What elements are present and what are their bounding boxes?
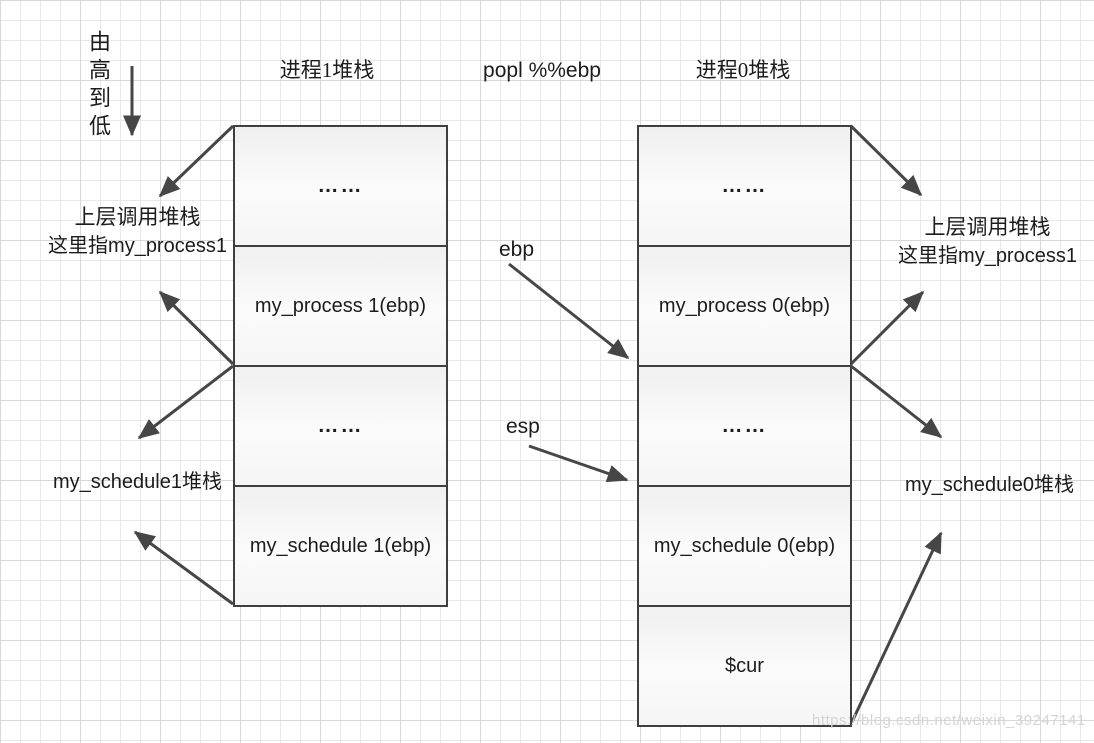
stack-cell: ……	[233, 365, 448, 487]
esp-label: esp	[506, 415, 540, 438]
left-caller-line2: 这里指my_process1	[48, 235, 227, 258]
stack-cell: my_process 0(ebp)	[637, 245, 852, 367]
stack1-title: 进程1堆栈	[279, 58, 375, 82]
stack-cell: my_process 1(ebp)	[233, 245, 448, 367]
esp-pointer-arrow-icon	[528, 444, 629, 483]
left-caller-annotation: 上层调用堆栈 这里指my_process1	[30, 202, 245, 261]
arrow-stack1-mid-up-icon	[158, 290, 235, 366]
left-schedule-annotation: my_schedule1堆栈	[53, 471, 222, 493]
instruction-label: popl %%ebp	[483, 59, 601, 82]
arrow-stack1-bottom-icon	[133, 530, 234, 606]
stack0-title: 进程0堆栈	[695, 58, 791, 82]
watermark: https://blog.csdn.net/weixin_39247141	[812, 712, 1086, 729]
arrow-stack1-top-to-caller-icon	[158, 124, 235, 198]
ebp-pointer-arrow-icon	[508, 262, 630, 360]
stack-cell: ……	[233, 125, 448, 247]
stack-cell: $cur	[637, 605, 852, 727]
left-caller-line1: 上层调用堆栈	[74, 205, 201, 229]
right-caller-line2: 这里指my_process1	[898, 245, 1077, 268]
stack-cell: ……	[637, 365, 852, 487]
direction-label: 由高到低	[86, 30, 111, 142]
arrow-stack0-top-to-caller-icon	[849, 124, 923, 197]
right-schedule-annotation: my_schedule0堆栈	[905, 474, 1074, 496]
right-caller-line1: 上层调用堆栈	[924, 215, 1051, 239]
arrow-cur-to-schedule0-icon	[849, 531, 943, 725]
stack-cell: ……	[637, 125, 852, 247]
arrow-stack1-mid-down-icon	[137, 364, 234, 440]
right-caller-annotation: 上层调用堆栈 这里指my_process1	[880, 212, 1094, 271]
arrow-stack0-mid-down-icon	[850, 364, 943, 439]
stack-cell: my_schedule 0(ebp)	[637, 485, 852, 607]
stack-cell: my_schedule 1(ebp)	[233, 485, 448, 607]
arrow-stack0-mid-up-icon	[849, 290, 925, 366]
ebp-label: ebp	[499, 238, 535, 261]
